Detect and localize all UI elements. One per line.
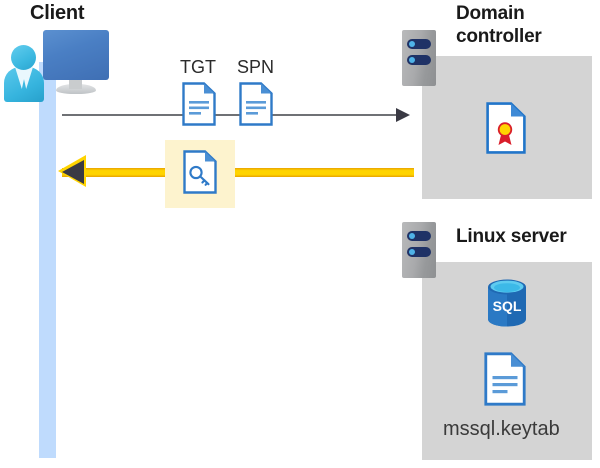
spn-document-icon xyxy=(239,82,273,126)
tgt-document-icon xyxy=(182,82,216,126)
server-rack-icon xyxy=(402,30,436,86)
server-led-bar xyxy=(407,231,431,241)
keytab-document-icon xyxy=(484,352,526,406)
monitor-stand xyxy=(69,79,82,89)
tgt-label: TGT xyxy=(180,57,216,77)
domain-controller-title-line2: controller xyxy=(456,26,542,47)
client-icon-group xyxy=(0,0,130,110)
response-flow-line xyxy=(62,168,414,177)
request-flow-line xyxy=(62,114,407,116)
desktop-computer-icon xyxy=(43,30,109,80)
certificate-document-icon xyxy=(486,102,526,154)
spn-label: SPN xyxy=(237,57,275,77)
request-flow-arrowhead xyxy=(396,108,410,122)
linux-server-title: Linux server xyxy=(456,226,567,247)
client-lifeline xyxy=(39,62,56,458)
server-led-bar xyxy=(407,39,431,49)
server-rack-icon xyxy=(402,222,436,278)
keytab-filename-label: mssql.keytab xyxy=(443,418,560,440)
client-title: Client xyxy=(30,2,85,24)
svg-text:SQL: SQL xyxy=(493,298,522,314)
domain-controller-title: Domain controller xyxy=(456,2,542,48)
kerberos-ticket-document-key-icon xyxy=(183,150,217,194)
domain-controller-title-line1: Domain xyxy=(456,3,525,24)
sql-database-cylinder-icon: SQL xyxy=(488,279,526,327)
server-led-bar xyxy=(407,55,431,65)
server-led-bar xyxy=(407,247,431,257)
person-head xyxy=(11,45,36,70)
response-flow-arrowhead xyxy=(62,160,84,184)
monitor-base xyxy=(56,84,96,94)
